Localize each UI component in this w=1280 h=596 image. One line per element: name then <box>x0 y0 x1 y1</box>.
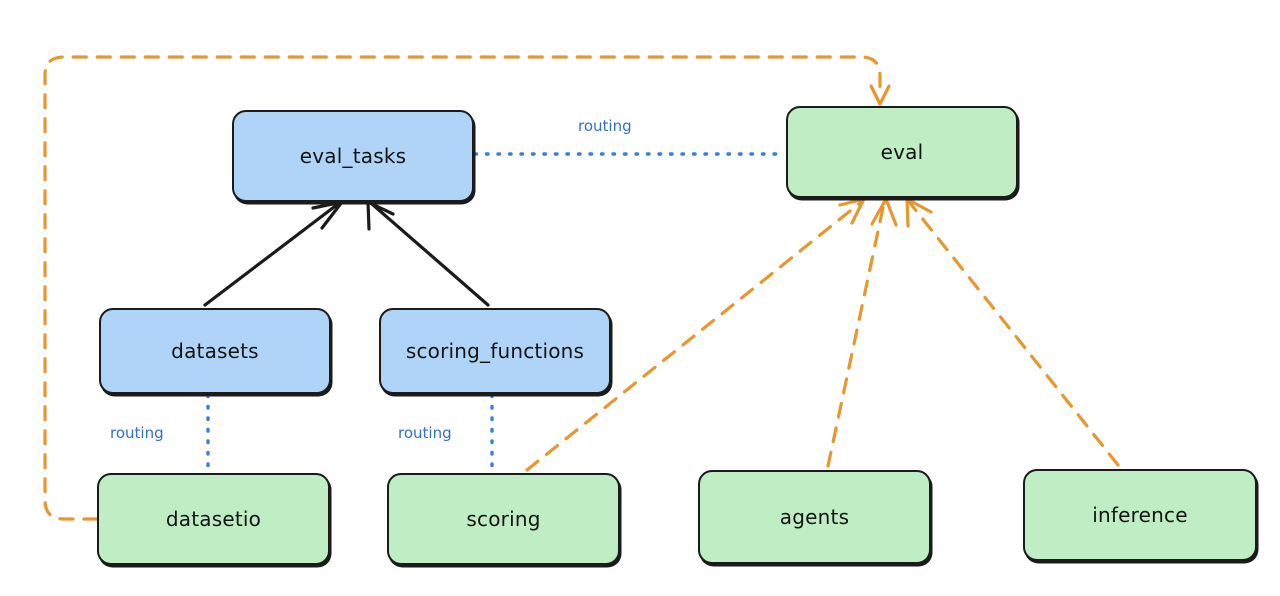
edge-datasetio-to-eval <box>43 55 882 521</box>
node-scoring-functions[interactable]: scoring_functions <box>379 308 611 394</box>
node-label-scoring-functions: scoring_functions <box>405 339 585 363</box>
node-label-scoring: scoring <box>466 507 541 531</box>
node-label-datasetio: datasetio <box>165 507 262 531</box>
node-label-inference: inference <box>1092 503 1188 527</box>
edge-inference-to-eval <box>908 201 1120 467</box>
arrowhead-datasetio-to-eval <box>869 84 891 106</box>
edge-label-routing-scoring-functions-scoring: routing <box>398 424 452 442</box>
node-eval-tasks[interactable]: eval_tasks <box>232 110 474 202</box>
arrowhead-scoring-to-eval <box>838 197 866 225</box>
node-label-datasets: datasets <box>171 339 259 363</box>
edge-label-routing-eval-tasks-eval: routing <box>578 117 632 135</box>
node-label-eval-tasks: eval_tasks <box>299 144 407 168</box>
arrowhead-inference-to-eval <box>905 197 933 228</box>
node-inference[interactable]: inference <box>1023 469 1257 561</box>
arrowhead-scoring-functions-to-eval-tasks <box>366 200 395 231</box>
edge-agents-to-eval <box>826 201 886 468</box>
node-datasets[interactable]: datasets <box>99 308 331 394</box>
edge-label-routing-datasets-datasetio: routing <box>110 424 164 442</box>
node-agents[interactable]: agents <box>698 470 931 564</box>
node-label-eval: eval <box>880 140 924 164</box>
edge-scoring-functions-to-eval-tasks <box>370 202 490 307</box>
node-eval[interactable]: eval <box>786 106 1018 198</box>
arrowhead-agents-to-eval <box>870 197 898 227</box>
edge-datasets-to-eval-tasks <box>203 202 340 307</box>
node-label-agents: agents <box>779 505 850 529</box>
arrowhead-datasets-to-eval-tasks <box>311 200 344 230</box>
node-datasetio[interactable]: datasetio <box>97 473 330 565</box>
edge-scoring-to-eval <box>525 201 862 472</box>
node-scoring[interactable]: scoring <box>387 473 620 565</box>
